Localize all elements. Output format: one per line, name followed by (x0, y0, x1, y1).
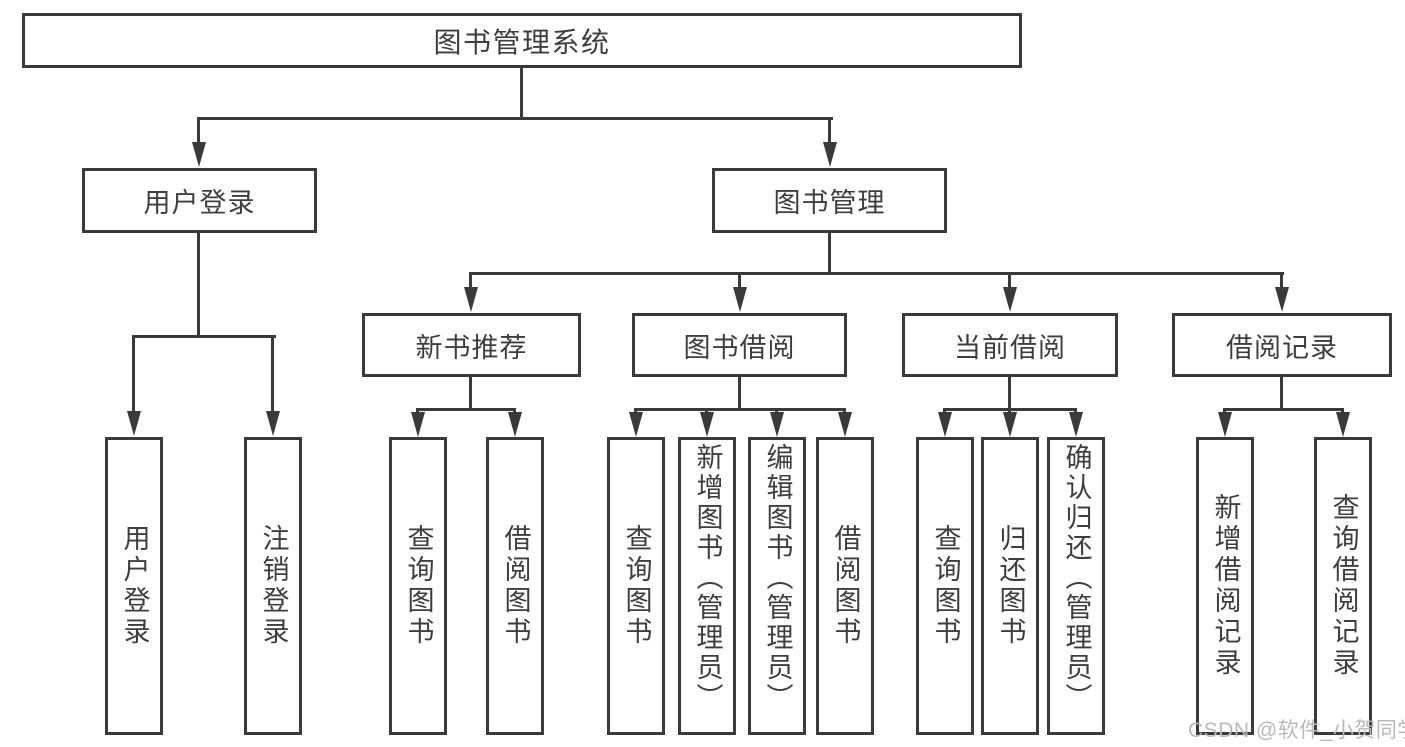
connector-stem-book-management (828, 233, 831, 274)
node-label: 当前借阅 (954, 332, 1066, 363)
connector-drop (943, 408, 946, 413)
connector-rail-level2 (197, 117, 833, 120)
connector-rail-new-book (416, 408, 516, 411)
node-label: 图书管理系统 (433, 26, 611, 58)
connector-drop (1074, 408, 1077, 413)
leaf-borrow-edit-books-admin: 编辑图书（管理员） (748, 437, 806, 735)
connector-stem-borrow-records (1280, 377, 1283, 410)
leaf-label: 确认归还（管理员） (1061, 443, 1092, 713)
leaf-records-add-record: 新增借阅记录 (1196, 437, 1254, 735)
connector-drop (197, 117, 200, 143)
arrow-down-icon (464, 287, 478, 312)
arrow-down-icon (192, 142, 206, 167)
connector-rail-user-login (132, 335, 276, 338)
watermark: CSDN @软件_小贺同学 (1188, 719, 1405, 742)
arrow-down-icon (1218, 412, 1232, 437)
connector-drop (1223, 408, 1226, 413)
connector-stem-current-borrow (1008, 377, 1011, 410)
arrow-down-icon (733, 287, 747, 312)
connector-stem-new-book (469, 377, 472, 410)
connector-drop (828, 117, 831, 143)
node-book-borrow: 图书借阅 (632, 313, 847, 377)
arrow-down-icon (411, 412, 425, 437)
arrow-down-icon (1003, 412, 1017, 437)
node-current-borrow: 当前借阅 (902, 313, 1118, 377)
arrow-down-icon (838, 412, 852, 437)
leaf-logout-login: 注销登录 (244, 437, 302, 735)
node-root: 图书管理系统 (22, 13, 1022, 68)
connector-rail-book-management (469, 272, 1284, 275)
leaf-label: 新增借阅记录 (1210, 493, 1241, 679)
arrow-down-icon (1275, 287, 1289, 312)
node-label: 借阅记录 (1226, 332, 1338, 363)
arrow-down-icon (127, 411, 141, 436)
connector-stem-user-login (197, 233, 200, 337)
connector-drop (1008, 272, 1011, 288)
node-label: 图书管理 (773, 188, 886, 218)
leaf-recommend-query-books: 查询图书 (389, 437, 447, 735)
arrow-down-icon (1003, 287, 1017, 312)
connector-drop (469, 272, 472, 288)
connector-drop (1008, 408, 1011, 413)
arrow-down-icon (938, 412, 952, 437)
node-label: 图书借阅 (683, 332, 796, 363)
leaf-user-login: 用户登录 (105, 437, 163, 735)
arrow-down-icon (700, 412, 714, 437)
arrow-down-icon (823, 142, 837, 167)
leaf-label: 查询图书 (930, 524, 961, 648)
arrow-down-icon (266, 411, 280, 436)
arrow-down-icon (770, 412, 784, 437)
leaf-borrow-query-books: 查询图书 (607, 437, 665, 735)
leaf-label: 查询图书 (403, 524, 434, 648)
arrow-down-icon (629, 412, 643, 437)
node-label: 新书推荐 (415, 332, 528, 363)
connector-stem-root (520, 68, 523, 120)
connector-drop (775, 408, 778, 413)
connector-drop (271, 335, 274, 411)
node-book-management: 图书管理 (712, 168, 947, 233)
leaf-label: 归还图书 (995, 524, 1026, 648)
leaf-borrow-borrow-books: 借阅图书 (816, 437, 874, 735)
arrow-down-icon (508, 412, 522, 437)
node-label: 用户登录 (143, 188, 256, 218)
connector-drop (843, 408, 846, 413)
node-new-book-recommend: 新书推荐 (362, 313, 581, 377)
leaf-label: 编辑图书（管理员） (762, 443, 793, 713)
leaf-label: 查询图书 (621, 524, 652, 648)
leaf-label: 查询借阅记录 (1328, 493, 1359, 679)
leaf-label: 借阅图书 (500, 524, 531, 648)
leaf-label: 借阅图书 (830, 524, 861, 648)
connector-drop (738, 272, 741, 288)
arrow-down-icon (1336, 412, 1350, 437)
arrow-down-icon (1069, 412, 1083, 437)
connector-drop (705, 408, 708, 413)
connector-drop (634, 408, 637, 413)
leaf-current-confirm-return-admin: 确认归还（管理员） (1047, 437, 1105, 735)
connector-drop (416, 408, 419, 413)
connector-rail-book-borrow (634, 408, 846, 411)
leaf-current-query-books: 查询图书 (916, 437, 974, 735)
leaf-records-query-record: 查询借阅记录 (1314, 437, 1372, 735)
connector-rail-borrow-records (1223, 408, 1344, 411)
leaf-label: 新增图书（管理员） (692, 443, 723, 713)
node-borrow-records: 借阅记录 (1172, 313, 1392, 377)
connector-drop (1341, 408, 1344, 413)
leaf-borrow-add-books-admin: 新增图书（管理员） (678, 437, 736, 735)
connector-stem-book-borrow (738, 377, 741, 410)
node-user-login: 用户登录 (82, 168, 317, 233)
connector-drop (1280, 272, 1283, 288)
leaf-current-return-books: 归还图书 (981, 437, 1039, 735)
connector-drop (513, 408, 516, 413)
connector-drop (132, 335, 135, 411)
leaf-label: 用户登录 (119, 524, 150, 648)
leaf-label: 注销登录 (258, 524, 289, 648)
leaf-recommend-borrow-books: 借阅图书 (486, 437, 544, 735)
